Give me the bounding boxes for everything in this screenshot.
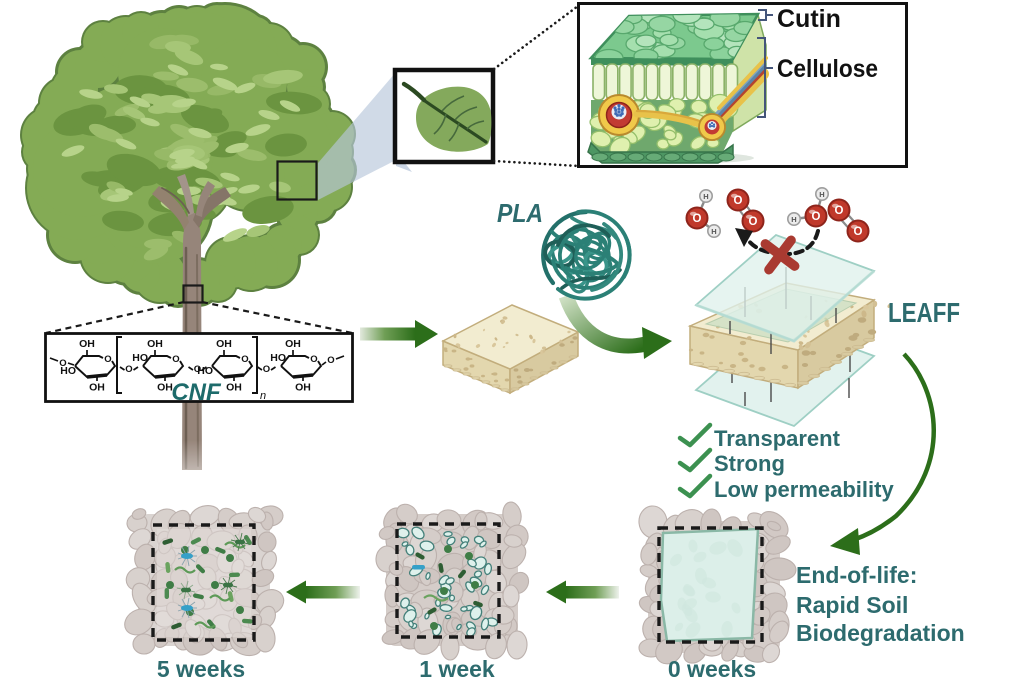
svg-text:OH: OH [157,382,173,394]
svg-text:Cellulose: Cellulose [777,55,878,83]
svg-text:OH: OH [285,338,301,350]
svg-text:H: H [791,215,796,224]
svg-text:5 weeks: 5 weeks [157,656,245,682]
svg-text:O: O [854,226,863,238]
svg-text:Cutin: Cutin [777,5,841,33]
svg-text:OH: OH [295,382,311,394]
svg-text:O: O [327,355,334,366]
svg-text:Biodegradation: Biodegradation [796,620,965,646]
svg-text:H: H [703,192,708,201]
svg-text:H: H [711,227,716,236]
svg-text:Transparent: Transparent [714,426,841,451]
svg-text:O: O [749,216,758,228]
svg-text:O: O [194,364,201,375]
svg-text:H: H [819,190,824,199]
svg-text:Strong: Strong [714,451,785,476]
svg-text:O: O [104,354,111,365]
svg-text:O: O [241,354,248,365]
svg-text:OH: OH [216,338,232,350]
svg-text:O: O [835,205,844,217]
svg-text:O: O [59,358,66,369]
svg-text:OH: OH [79,338,95,350]
svg-text:Rapid Soil: Rapid Soil [796,592,908,618]
svg-text:O: O [310,354,317,365]
svg-text:n: n [260,390,266,402]
svg-text:O: O [812,211,821,223]
svg-text:PLA: PLA [497,198,543,228]
svg-text:0 weeks: 0 weeks [668,656,756,682]
svg-text:End-of-life:: End-of-life: [796,562,917,588]
svg-text:O: O [263,364,270,375]
svg-text:HO: HO [197,365,213,377]
svg-text:O: O [172,354,179,365]
svg-text:1 week: 1 week [419,656,495,682]
svg-text:O: O [125,364,132,375]
svg-text:HO: HO [270,352,286,364]
svg-text:O: O [693,213,702,225]
svg-text:LEAFF: LEAFF [888,297,960,328]
svg-text:HO: HO [132,352,148,364]
svg-text:HO: HO [60,365,76,377]
svg-text:OH: OH [226,382,242,394]
svg-text:OH: OH [147,338,163,350]
svg-text:CNF: CNF [171,379,222,406]
svg-text:OH: OH [89,382,105,394]
svg-text:Low permeability: Low permeability [714,477,894,502]
svg-text:O: O [734,195,743,207]
